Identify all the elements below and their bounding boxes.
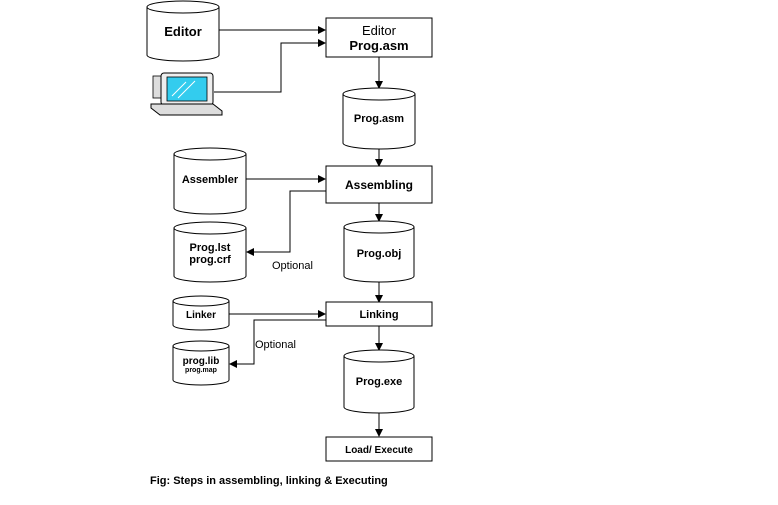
load-execute-label: Load/ Execute — [345, 445, 413, 456]
prog-lib-cylinder: prog.lib prog.map — [172, 340, 230, 386]
editor-source-label: Editor — [164, 24, 202, 39]
linking-label: Linking — [359, 309, 398, 321]
optional-label-assembler: Optional — [272, 260, 313, 272]
assembling-label: Assembling — [345, 178, 413, 192]
optional-label-linker: Optional — [255, 339, 296, 351]
edge-assembling-to-proglst — [246, 190, 326, 256]
linking-box: Linking — [325, 301, 433, 327]
prog-lst-line1: Prog.lst — [190, 242, 231, 254]
prog-obj-label: Prog.obj — [357, 248, 402, 260]
edge-terminal-to-box — [214, 39, 326, 93]
editor-box-line1: Editor — [362, 23, 397, 38]
linker-cylinder: Linker — [172, 295, 230, 331]
prog-lib-line2: prog.map — [185, 367, 217, 374]
editor-prog-asm-box: Editor Prog.asm — [325, 17, 433, 58]
editor-box-line2: Prog.asm — [349, 38, 408, 53]
assembling-box: Assembling — [325, 165, 433, 204]
prog-exe-cylinder: Prog.exe — [343, 349, 415, 414]
prog-lib-line1: prog.lib — [183, 356, 220, 367]
linker-label: Linker — [186, 310, 216, 321]
prog-asm-label: Prog.asm — [354, 113, 404, 125]
computer-terminal-icon — [150, 72, 223, 116]
prog-lst-cylinder: Prog.lst prog.crf — [173, 221, 247, 283]
prog-lst-line2: prog.crf — [189, 254, 231, 266]
prog-exe-label: Prog.exe — [356, 376, 402, 388]
editor-source-cylinder: Editor — [146, 0, 220, 62]
prog-obj-cylinder: Prog.obj — [343, 220, 415, 283]
load-execute-box: Load/ Execute — [325, 436, 433, 462]
prog-asm-cylinder: Prog.asm — [342, 87, 416, 150]
assembler-label: Assembler — [182, 174, 239, 186]
assembler-cylinder: Assembler — [173, 147, 247, 215]
figure-caption: Fig: Steps in assembling, linking & Exec… — [150, 475, 388, 487]
edge-linking-to-proglib — [229, 319, 326, 368]
